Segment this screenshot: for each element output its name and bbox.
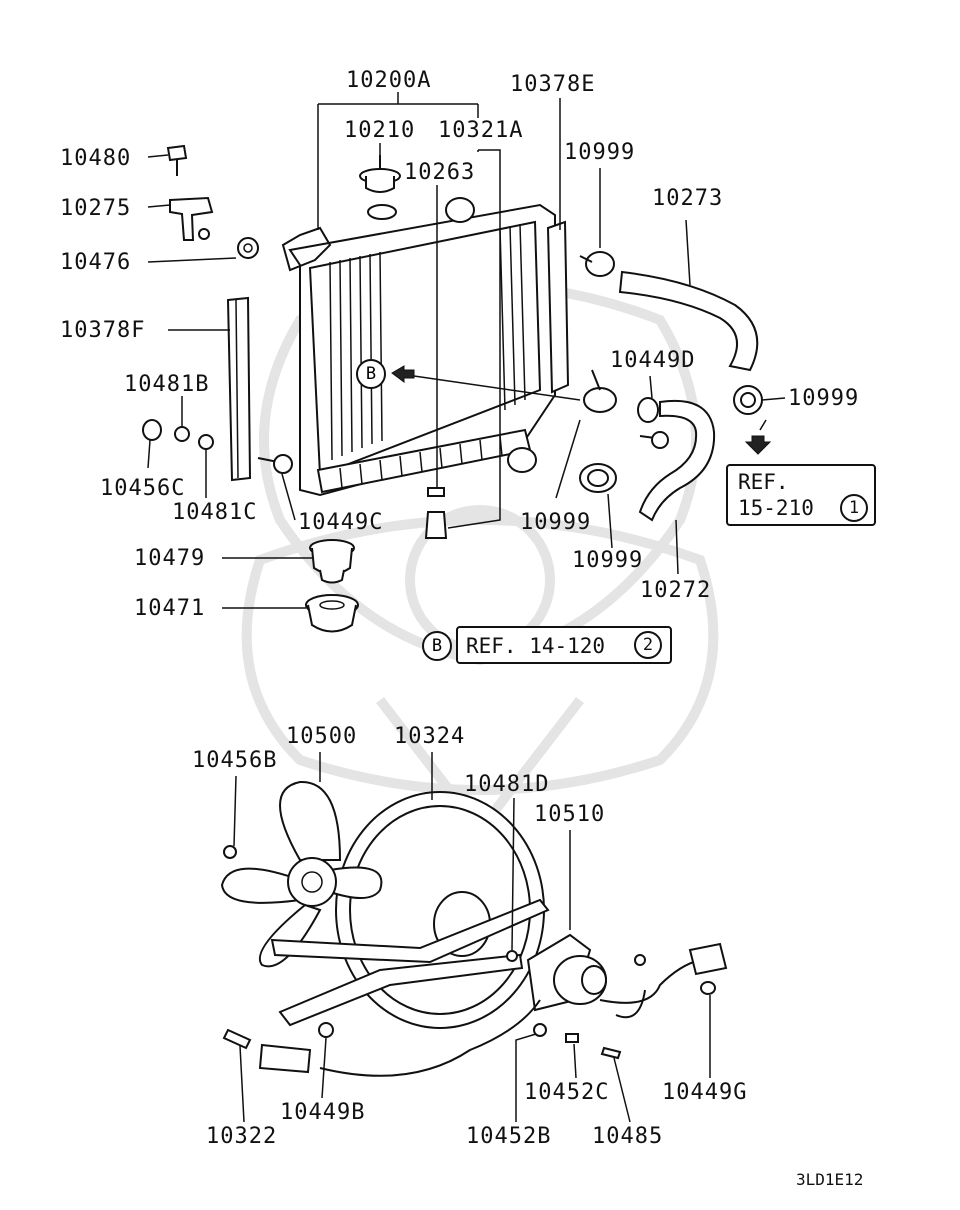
radiator-side-bracket-left bbox=[226, 296, 252, 482]
label-10481C: 10481C bbox=[172, 500, 258, 525]
label-10449D: 10449D bbox=[610, 348, 696, 373]
arrow-to-b bbox=[391, 365, 415, 383]
label-10476: 10476 bbox=[60, 250, 132, 275]
diagram-code: 3LD1E12 bbox=[796, 1170, 864, 1189]
label-10481D: 10481D bbox=[464, 772, 550, 797]
b-marker-ref: B bbox=[422, 631, 452, 661]
ref1-line1: REF. bbox=[738, 470, 789, 494]
lower-hose-10272 bbox=[637, 397, 716, 522]
washer-10481C bbox=[198, 434, 214, 450]
radiator-side-bracket-right bbox=[546, 220, 570, 394]
label-10378F: 10378F bbox=[60, 318, 146, 343]
wiring-harness bbox=[319, 959, 701, 1077]
label-10263: 10263 bbox=[404, 160, 476, 185]
small-bolts-bottom bbox=[223, 845, 716, 1060]
label-10324: 10324 bbox=[394, 724, 466, 749]
label-10999-right: 10999 bbox=[788, 386, 860, 411]
b-marker-radiator: B bbox=[356, 359, 386, 389]
drain-cock-10321A bbox=[424, 511, 448, 539]
grommet-10456C bbox=[142, 419, 162, 441]
label-10449C: 10449C bbox=[298, 510, 384, 535]
bracket-10275 bbox=[169, 196, 214, 241]
washer-10481B bbox=[174, 426, 190, 442]
label-10378E: 10378E bbox=[510, 72, 596, 97]
drain-plug-10263 bbox=[427, 487, 445, 497]
label-10481B: 10481B bbox=[124, 372, 210, 397]
label-10321A: 10321A bbox=[438, 118, 524, 143]
ref1-line2: 15-210 bbox=[738, 496, 814, 520]
hose-clamp-low bbox=[579, 463, 617, 493]
ref2-text: REF. 14-120 bbox=[466, 634, 606, 658]
label-10452B: 10452B bbox=[466, 1124, 552, 1149]
sensor-10322 bbox=[222, 1028, 252, 1050]
label-10999-mid: 10999 bbox=[520, 510, 592, 535]
ref-box-15-210: REF. 15-210 1 bbox=[726, 464, 876, 526]
label-10322: 10322 bbox=[206, 1124, 278, 1149]
cooling-fan-10500 bbox=[220, 780, 383, 968]
label-10210: 10210 bbox=[344, 118, 416, 143]
arrow-down-ref1 bbox=[744, 435, 772, 455]
bolt-10480 bbox=[166, 144, 188, 176]
label-10456B: 10456B bbox=[192, 748, 278, 773]
radiator-cap bbox=[359, 155, 401, 193]
hose-clamp-mid bbox=[583, 369, 617, 413]
label-10452C: 10452C bbox=[524, 1080, 610, 1105]
bolt-10449D bbox=[639, 431, 669, 449]
connector-right bbox=[634, 942, 728, 976]
label-10471: 10471 bbox=[134, 596, 206, 621]
radiator bbox=[281, 197, 556, 497]
label-10479: 10479 bbox=[134, 546, 206, 571]
leader-lines bbox=[147, 92, 786, 609]
label-10999-top: 10999 bbox=[564, 140, 636, 165]
label-10200A: 10200A bbox=[346, 68, 432, 93]
connector-left bbox=[258, 1043, 312, 1074]
label-10449G: 10449G bbox=[662, 1080, 748, 1105]
mount-cushion-10471 bbox=[305, 594, 359, 633]
ref2-number-circle: 2 bbox=[634, 631, 662, 659]
label-10275: 10275 bbox=[60, 196, 132, 221]
hose-clamp-right bbox=[733, 385, 763, 415]
ref-box-14-120: REF. 14-120 2 bbox=[456, 626, 672, 664]
label-10500: 10500 bbox=[286, 724, 358, 749]
fan-brackets bbox=[270, 898, 550, 1027]
fan-motor-10510 bbox=[526, 933, 607, 1012]
label-10999-low: 10999 bbox=[572, 548, 644, 573]
label-10480: 10480 bbox=[60, 146, 132, 171]
nut-10476 bbox=[237, 237, 259, 259]
label-10510: 10510 bbox=[534, 802, 606, 827]
label-10272: 10272 bbox=[640, 578, 712, 603]
label-10273: 10273 bbox=[652, 186, 724, 211]
leader-lines-bottom bbox=[233, 752, 711, 1123]
ref1-number-circle: 1 bbox=[840, 494, 868, 522]
label-10485: 10485 bbox=[592, 1124, 664, 1149]
hose-clamp-top bbox=[579, 251, 615, 277]
upper-hose-10273 bbox=[618, 270, 759, 372]
label-10449B: 10449B bbox=[280, 1100, 366, 1125]
bolt-10449C bbox=[257, 454, 293, 474]
mount-insulator-10479 bbox=[309, 539, 355, 584]
label-10456C: 10456C bbox=[100, 476, 186, 501]
